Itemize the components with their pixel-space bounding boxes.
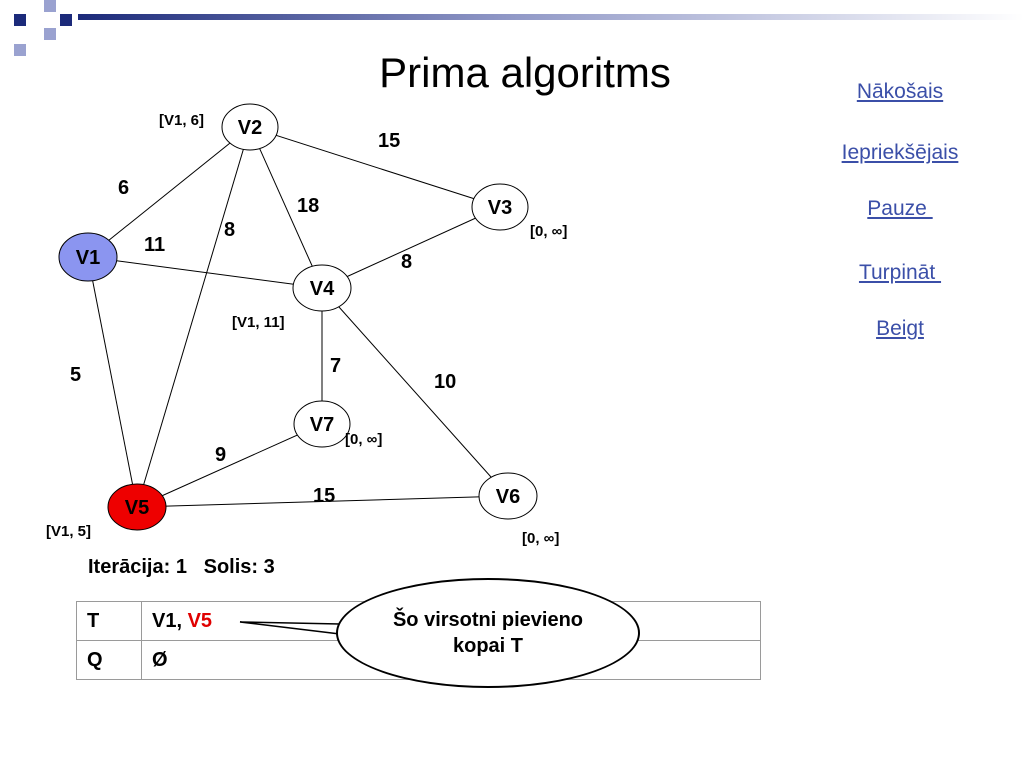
node-v1-label: V1 [76, 247, 100, 269]
distance-v5: [V1, 5] [46, 523, 91, 540]
edge-weights: 6 11 5 15 18 8 8 7 10 9 15 [70, 130, 456, 507]
edge-v1-v4 [87, 256, 323, 289]
node-v4: V4 [292, 264, 352, 312]
weight-v2-v3: 15 [378, 130, 400, 152]
node-v6-label: V6 [496, 486, 520, 508]
weight-v1-v5: 5 [70, 364, 81, 386]
node-v5-circle [107, 483, 167, 531]
edge-v5-v6 [136, 495, 509, 508]
edge-v4-v3 [321, 206, 501, 289]
distance-v7: [0, ∞] [345, 431, 382, 448]
callout-text: Šo virsotni pievieno kopai T [392, 609, 584, 657]
iteration-status: Iterācija: 1 Solis: 3 [88, 556, 275, 579]
node-v1-circle [58, 232, 118, 282]
edge-v1-v5 [87, 256, 138, 508]
weight-v1-v4: 11 [144, 234, 165, 256]
header-decoration [14, 0, 1024, 56]
node-v5-label: V5 [125, 497, 149, 519]
node-v2-label: V2 [238, 117, 262, 139]
node-v4-circle [292, 264, 352, 312]
edge-v2-v4 [249, 126, 323, 289]
weight-v4-v3: 8 [401, 251, 412, 273]
nav-continue-link[interactable]: Turpināt [858, 261, 942, 284]
weight-v2-v5: 8 [224, 219, 235, 241]
weight-v1-v2: 6 [118, 177, 129, 199]
nav-end-link[interactable]: Beigt [876, 317, 924, 340]
weight-v2-v4: 18 [297, 195, 319, 217]
distance-v6: [0, ∞] [522, 530, 559, 547]
nav-previous-link[interactable]: Iepriekšējais [841, 141, 959, 164]
node-v1: V1 [58, 232, 118, 282]
set-q-label: Q [76, 640, 142, 680]
edge-v2-v3 [249, 126, 501, 208]
node-v7: V7 [293, 400, 351, 448]
set-t-label: T [76, 601, 142, 641]
node-v6-circle [478, 472, 538, 520]
nav-next-link[interactable]: Nākošais [856, 80, 944, 103]
edge-v4-v6 [321, 287, 509, 497]
weight-v7-v5: 9 [215, 444, 226, 466]
node-v5: V5 [107, 483, 167, 531]
node-v7-label: V7 [310, 414, 334, 436]
distance-v4: [V1, 11] [232, 314, 285, 331]
weight-v4-v7: 7 [330, 355, 341, 377]
node-v3-circle [471, 183, 529, 231]
page-title: Prima algoritms [379, 49, 671, 96]
iteration-label: Iterācija: 1 [88, 556, 187, 578]
edge-v1-v2 [87, 126, 251, 258]
weight-v5-v6: 15 [313, 485, 335, 507]
edge-v2-v5 [136, 126, 251, 508]
set-t-existing: V1, [152, 609, 188, 632]
callout-bubble: Šo virsotni pievieno kopai T [336, 578, 640, 688]
step-label: Solis: 3 [203, 556, 275, 578]
graph-diagram: 6 11 5 15 18 8 8 7 10 9 15 V1 V2 V3 V4 V… [46, 103, 567, 547]
weight-v4-v6: 10 [434, 371, 456, 393]
graph-edges [87, 126, 509, 508]
node-v3-label: V3 [488, 197, 512, 219]
node-v2: V2 [221, 103, 279, 151]
edge-v7-v5 [136, 423, 323, 508]
node-v3: V3 [471, 183, 529, 231]
distance-v3: [0, ∞] [530, 223, 567, 240]
node-v7-circle [293, 400, 351, 448]
node-v2-circle [221, 103, 279, 151]
node-v6: V6 [478, 472, 538, 520]
set-t-new-vertex: V5 [187, 609, 213, 632]
nav-pause-link[interactable]: Pauze [867, 197, 933, 220]
node-v4-label: V4 [310, 278, 335, 300]
distance-v2: [V1, 6] [159, 112, 204, 129]
